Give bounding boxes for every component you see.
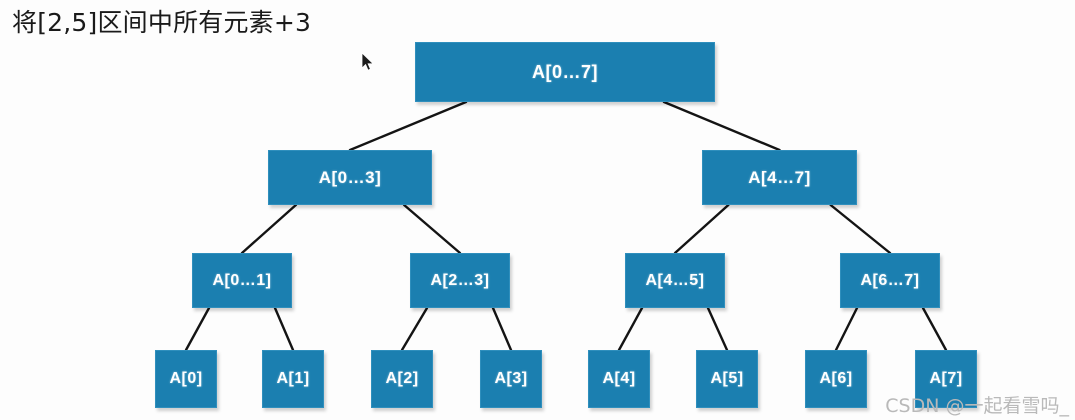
tree-edge (829, 203, 892, 255)
tree-node-label: A[4…5] (645, 271, 705, 289)
tree-node-label: A[2] (385, 370, 419, 387)
tree-node-label: A[4] (602, 370, 636, 387)
csdn-watermark: CSDN @一起看雪吗_ (885, 395, 1069, 417)
tree-node-n0_1[interactable]: A[0…1] (192, 253, 292, 308)
tree-edge (921, 306, 948, 352)
tree-node-label: A[0…3] (318, 167, 382, 187)
tree-node-label: A[0…1] (212, 271, 272, 289)
tree-node-l4[interactable]: A[4] (588, 350, 650, 408)
tree-edge (662, 100, 781, 152)
tree-node-n6_7[interactable]: A[6…7] (840, 253, 940, 308)
tree-edge (240, 203, 298, 255)
tree-edge (706, 306, 729, 352)
mouse-cursor-icon (361, 52, 374, 71)
tree-node-label: A[6] (819, 370, 853, 387)
tree-node-label: A[6…7] (860, 271, 920, 289)
tree-node-l0[interactable]: A[0] (155, 350, 217, 408)
tree-edge (617, 306, 644, 352)
tree-node-n2_3[interactable]: A[2…3] (410, 253, 510, 308)
tree-node-label: A[0] (169, 370, 203, 387)
tree-edge (402, 203, 462, 255)
tree-node-l2[interactable]: A[2] (371, 350, 433, 408)
tree-edge (348, 100, 468, 152)
tree-edge (673, 203, 730, 255)
tree-node-n4_5[interactable]: A[4…5] (625, 253, 725, 308)
tree-node-n4_7[interactable]: A[4…7] (702, 150, 857, 205)
tree-edge (184, 306, 211, 352)
tree-node-label: A[4…7] (748, 167, 811, 187)
tree-edge (491, 306, 513, 352)
tree-node-label: A[7] (929, 370, 963, 387)
tree-node-l5[interactable]: A[5] (696, 350, 758, 408)
tree-node-label: A[5] (710, 370, 744, 387)
tree-node-label: A[3] (494, 370, 528, 387)
tree-edge (400, 306, 429, 352)
tree-node-l1[interactable]: A[1] (262, 350, 324, 408)
tree-edge (273, 306, 295, 352)
tree-edge (834, 306, 859, 352)
tree-node-label: A[1] (276, 370, 310, 387)
tree-node-l3[interactable]: A[3] (480, 350, 542, 408)
tree-node-n0_3[interactable]: A[0…3] (268, 150, 432, 205)
page-title: 将[2,5]区间中所有元素+3 (12, 8, 312, 37)
tree-node-label: A[0…7] (531, 61, 598, 82)
tree-node-l7[interactable]: A[7] (915, 350, 977, 408)
tree-node-label: A[2…3] (430, 271, 490, 289)
tree-node-l6[interactable]: A[6] (805, 350, 867, 408)
tree-node-n0[interactable]: A[0…7] (415, 42, 715, 102)
